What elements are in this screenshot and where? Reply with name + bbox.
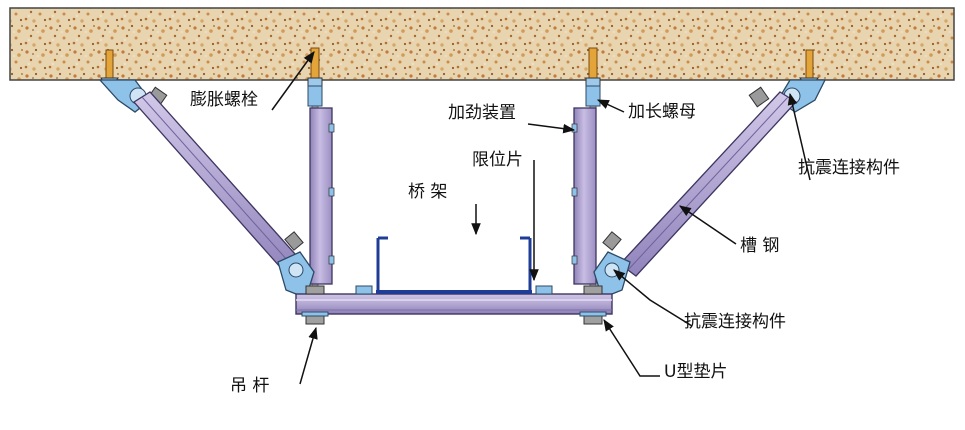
label-limit-plate: 限位片 <box>472 150 523 170</box>
leader-hanger-rod <box>299 326 318 385</box>
stiffener-channel-right <box>571 107 597 285</box>
cable-tray <box>376 236 532 294</box>
seismic-connector-bottom-right <box>593 231 631 299</box>
extended-nut-right <box>585 85 601 107</box>
leader-channel-steel <box>679 205 737 245</box>
label-u-washer: U型垫片 <box>664 362 728 382</box>
label-hanger-rod: 吊 杆 <box>230 376 270 396</box>
u-washer-left <box>301 311 329 317</box>
label-seismic-connector-bottom: 抗震连接构件 <box>684 312 786 332</box>
label-extended-nut: 加长螺母 <box>628 102 696 122</box>
leader-stiffener <box>527 123 576 134</box>
base-channel <box>295 293 613 315</box>
leader-seismic-connector-top <box>787 92 811 181</box>
leader-expansion-bolt <box>271 51 315 111</box>
leader-u-washer <box>603 318 660 377</box>
label-seismic-connector-top: 抗震连接构件 <box>798 158 900 178</box>
limit-plate-right <box>535 285 553 295</box>
label-channel-steel: 槽 钢 <box>740 236 780 256</box>
base-nut-left-top <box>305 285 325 295</box>
label-expansion-bolt: 膨胀螺栓 <box>190 90 258 110</box>
seismic-connector-bottom-left <box>277 231 315 299</box>
leader-seismic-connector-bottom <box>613 269 693 327</box>
extended-nut-left <box>307 85 323 107</box>
leader-lines <box>271 51 811 385</box>
u-washer <box>579 311 607 317</box>
leader-extended-nut <box>596 99 625 113</box>
stiffener-channel-left <box>309 107 335 285</box>
concrete-ceiling <box>9 7 955 81</box>
label-cable-tray: 桥 架 <box>408 182 448 202</box>
label-stiffener: 加劲装置 <box>448 103 516 123</box>
base-nut-right-top <box>583 285 603 295</box>
limit-plate-left <box>355 285 373 295</box>
